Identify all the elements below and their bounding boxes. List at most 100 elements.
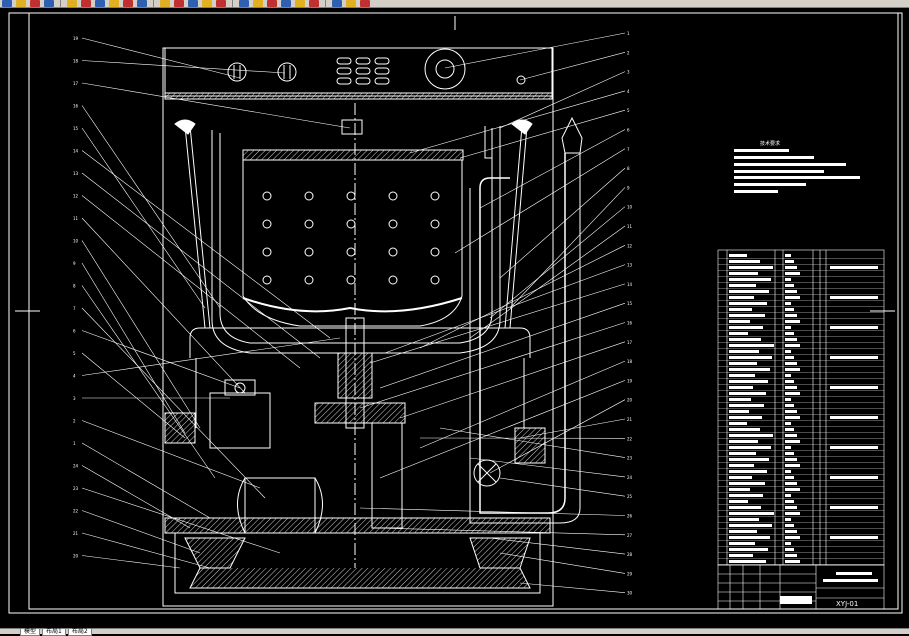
table-cell-material (785, 434, 797, 437)
part-number-right: 7 (627, 147, 630, 152)
help-icon[interactable] (360, 0, 370, 7)
table-cell-note (830, 476, 878, 479)
leader-line-left (82, 308, 265, 498)
table-cell-name (729, 254, 747, 257)
toolbar-separator (153, 0, 154, 7)
part-number-right: 28 (627, 552, 633, 557)
table-cell-name (729, 272, 758, 275)
table-cell-material (785, 308, 794, 311)
leader-line-left (82, 173, 320, 358)
pan-icon[interactable] (174, 0, 184, 7)
drum-hole (305, 192, 313, 200)
paste-icon[interactable] (109, 0, 119, 7)
table-cell-note (830, 386, 878, 389)
save-icon[interactable] (30, 0, 40, 7)
zoom-window-icon[interactable] (202, 0, 212, 7)
table-cell-material (785, 476, 794, 479)
part-number-right: 24 (627, 475, 633, 480)
drum-hole (347, 276, 355, 284)
table-cell-name (729, 518, 759, 521)
table-cell-name (729, 506, 761, 509)
pulsator (243, 298, 462, 311)
leader-line-right (510, 187, 625, 308)
leader-line-left (82, 263, 185, 433)
table-cell-name (729, 536, 770, 539)
table-cell-name (729, 320, 750, 323)
layer-previous-icon[interactable] (346, 0, 356, 7)
layout-tab[interactable]: 布局1 (42, 629, 66, 636)
drum-hole (389, 192, 397, 200)
layer-icon[interactable] (332, 0, 342, 7)
table-cell-material (785, 482, 797, 485)
motor (210, 393, 270, 448)
properties-icon[interactable] (239, 0, 249, 7)
table-cell-material (785, 272, 800, 275)
leader-line-left (82, 556, 180, 569)
undo-icon[interactable] (137, 0, 147, 7)
copy-icon[interactable] (95, 0, 105, 7)
table-cell-name (729, 452, 756, 455)
redo-icon[interactable] (160, 0, 170, 7)
leader-line-right (500, 72, 625, 128)
table-cell-material (785, 470, 791, 473)
layout-tab[interactable]: 布局2 (68, 629, 92, 636)
leader-line-left (82, 353, 185, 438)
design-center-icon[interactable] (253, 0, 263, 7)
drawing-svg: 191817161514131211109876543212423222120 … (0, 8, 909, 628)
markup-icon[interactable] (295, 0, 305, 7)
tool-palette-icon[interactable] (267, 0, 277, 7)
leader-line-right (500, 478, 625, 496)
new-icon[interactable] (2, 0, 12, 7)
drum-hole (263, 248, 271, 256)
leader-line-left (82, 38, 240, 78)
zoom-realtime-icon[interactable] (188, 0, 198, 7)
part-number-right: 1 (627, 31, 630, 36)
table-cell-name (729, 338, 761, 341)
toolbar-separator (232, 0, 233, 7)
table-cell-material (785, 554, 797, 557)
cut-icon[interactable] (81, 0, 91, 7)
table-cell-name (729, 410, 749, 413)
sheet-set-icon[interactable] (281, 0, 291, 7)
table-cell-note (830, 266, 878, 269)
table-cell-note (830, 536, 878, 539)
leader-line-right (380, 380, 625, 478)
part-number-right: 4 (627, 89, 630, 94)
part-number-right: 21 (627, 417, 633, 422)
zoom-previous-icon[interactable] (216, 0, 226, 7)
table-cell-material (785, 452, 794, 455)
part-number-left: 4 (73, 374, 76, 379)
table-cell-material (785, 494, 791, 497)
calculator-icon[interactable] (309, 0, 319, 7)
table-cell-name (729, 278, 771, 281)
drum-hole (347, 192, 355, 200)
leader-line-left (82, 106, 220, 309)
leader-line-right (470, 226, 625, 338)
preview-icon[interactable] (67, 0, 77, 7)
layout-tab[interactable]: 模型 (20, 629, 40, 636)
drum-hole (305, 248, 313, 256)
table-cell-material (785, 254, 791, 257)
table-cell-name (729, 386, 753, 389)
leader-line-left (82, 61, 285, 74)
part-number-right: 30 (627, 591, 633, 596)
print-icon[interactable] (44, 0, 54, 7)
part-number-right: 8 (627, 166, 630, 171)
match-icon[interactable] (123, 0, 133, 7)
table-cell-name (729, 266, 773, 269)
drawing-code: XYJ-01 (836, 600, 858, 608)
table-cell-material (785, 518, 791, 521)
suspension-rod-left (185, 126, 205, 328)
part-number-left: 21 (73, 531, 79, 536)
table-cell-material (785, 332, 794, 335)
part-number-right: 25 (627, 494, 633, 499)
control-panel (165, 48, 552, 96)
drum-hole (389, 276, 397, 284)
table-cell-name (729, 404, 764, 407)
table-cell-name (729, 494, 763, 497)
part-number-right: 20 (627, 398, 633, 403)
open-icon[interactable] (16, 0, 26, 7)
